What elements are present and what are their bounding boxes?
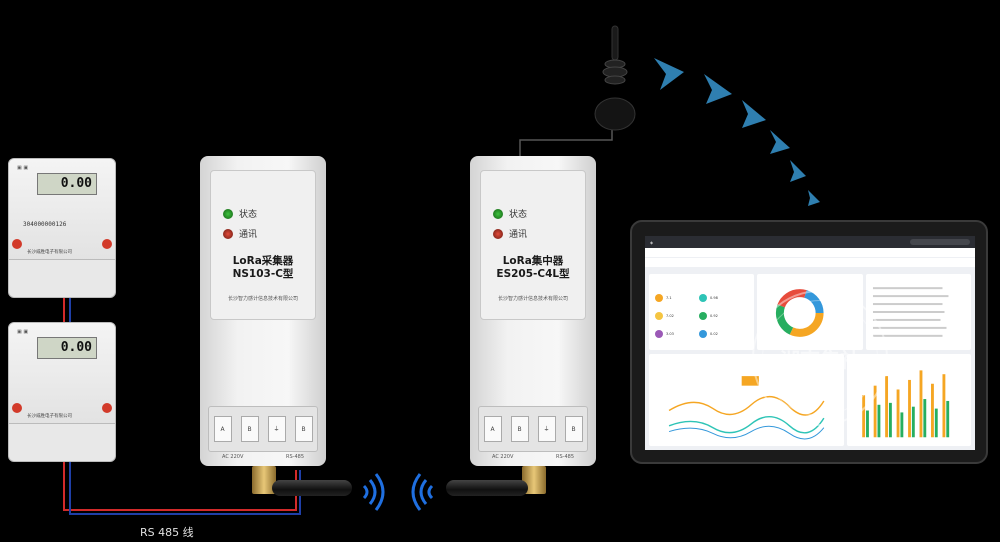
- stats-card: 7.1 0.98 7.02 0.92 3.03 0.02: [649, 274, 755, 350]
- terminal-port: B: [510, 416, 529, 442]
- concentrator-antenna: [446, 480, 528, 496]
- comm-label: 通讯: [509, 230, 528, 240]
- arrow-icon: [654, 58, 684, 90]
- stat-dot-icon: [655, 330, 663, 338]
- meter-serial: 304000000126: [23, 221, 67, 228]
- watermark-inner-ring: [762, 300, 878, 416]
- stat-dot-icon: [699, 312, 707, 320]
- stat-orange: 7.1: [655, 294, 672, 302]
- logo-icon: ◈: [650, 239, 654, 245]
- lora-collector: 状态 通讯 LoRa采集器 NS103-C型 长沙智力感计信息技术有限公司 A …: [200, 156, 326, 466]
- arrow-icon: [808, 190, 820, 206]
- stat-dot-icon: [655, 312, 663, 320]
- stat-dot-icon: [699, 294, 707, 302]
- collector-title: LoRa采集器 NS103-C型: [211, 255, 315, 281]
- comm-led-icon: [493, 228, 503, 239]
- stat-purple: 3.03: [655, 330, 674, 338]
- terminal-port: B: [564, 416, 583, 442]
- collector-antenna: [272, 480, 352, 496]
- terminal-port: A: [213, 416, 232, 442]
- meter-base: [9, 259, 115, 297]
- port-label-rs485: RS-485: [286, 454, 304, 460]
- stat-green: 0.92: [699, 312, 718, 320]
- collector-title-line2: NS103-C型: [232, 268, 294, 280]
- stat-blue: 0.02: [699, 330, 718, 338]
- dashboard-notice: [645, 258, 975, 267]
- meter-base: [9, 423, 115, 461]
- watermark-seal: 湖南集社: [752, 290, 888, 426]
- stat-dot-icon: [699, 330, 707, 338]
- comm-label: 通讯: [239, 230, 258, 240]
- port-label-rs485: RS-485: [556, 454, 574, 460]
- dashboard-subbar: [645, 248, 975, 257]
- port-label-power: AC 220V: [222, 454, 244, 460]
- stat-dot-icon: [655, 294, 663, 302]
- meter-reading: 0.00: [37, 337, 97, 359]
- collector-panel: 状态 通讯 LoRa采集器 NS103-C型 长沙智力感计信息技术有限公司: [210, 170, 316, 320]
- rs485-label: RS 485 线: [140, 526, 194, 539]
- meter-maker: 长沙威胜电子有限公司: [27, 250, 72, 255]
- terminal-port: ⏚: [267, 416, 286, 442]
- stat-orange2: 7.02: [655, 312, 674, 320]
- concentrator-title-line1: LoRa集中器: [502, 255, 564, 267]
- lora-concentrator: 状态 通讯 LoRa集中器 ES205-C4L型 长沙智力感计信息技术有限公司 …: [470, 156, 596, 466]
- meter-seal-left: [12, 239, 22, 249]
- comm-indicator: 通讯: [223, 227, 257, 240]
- concentrator-port-labels: AC 220V RS-485: [492, 454, 574, 460]
- status-led-icon: [223, 208, 233, 219]
- terminal-port: ⏚: [537, 416, 556, 442]
- arrow-icon: [704, 74, 732, 104]
- arrow-icon: [770, 130, 790, 154]
- collector-port-labels: AC 220V RS-485: [222, 454, 304, 460]
- arrow-icon: [790, 160, 806, 182]
- meter-brand: ▣ ▣: [17, 165, 29, 171]
- wifi-signal-left-icon: [411, 473, 434, 511]
- electric-meter-2: ▣ ▣ 0.00 长沙威胜电子有限公司: [8, 322, 116, 462]
- suction-antenna-icon: [594, 25, 636, 131]
- meter-reading: 0.00: [37, 173, 97, 195]
- meter-seal-right: [102, 239, 112, 249]
- concentrator-title-line2: ES205-C4L型: [496, 268, 570, 280]
- port-label-power: AC 220V: [492, 454, 514, 460]
- comm-indicator: 通讯: [493, 227, 527, 240]
- status-label: 状态: [509, 210, 528, 220]
- stat-teal: 0.98: [699, 294, 718, 302]
- collector-title-line1: LoRa采集器: [232, 255, 294, 267]
- search-input[interactable]: [910, 239, 970, 245]
- comm-led-icon: [223, 228, 233, 239]
- wifi-signal-right-icon: [362, 473, 385, 511]
- concentrator-maker: 长沙智力感计信息技术有限公司: [497, 296, 568, 302]
- signal-arrows: [654, 58, 820, 206]
- watermark-text: 湖南集社: [780, 348, 860, 372]
- status-indicator: 状态: [493, 207, 527, 220]
- concentrator-title: LoRa集中器 ES205-C4L型: [481, 255, 585, 281]
- status-label: 状态: [239, 210, 258, 220]
- terminal-port: B: [294, 416, 313, 442]
- bar-chart: [862, 370, 950, 438]
- meter-seal-left: [12, 403, 22, 413]
- status-led-icon: [493, 208, 503, 219]
- concentrator-terminal-block: A B ⏚ B: [478, 406, 588, 452]
- arrow-icon: [742, 100, 766, 128]
- status-indicator: 状态: [223, 207, 257, 220]
- meter-seal-right: [102, 403, 112, 413]
- dashboard-topbar: ◈: [645, 236, 975, 248]
- terminal-port: A: [483, 416, 502, 442]
- collector-maker: 长沙智力感计信息技术有限公司: [227, 296, 298, 302]
- terminal-port: B: [240, 416, 259, 442]
- electric-meter-1: ▣ ▣ 0.00 304000000126 长沙威胜电子有限公司: [8, 158, 116, 298]
- list-lines: [872, 287, 949, 337]
- meter-maker: 长沙威胜电子有限公司: [27, 414, 72, 419]
- meter-brand: ▣ ▣: [17, 329, 29, 335]
- concentrator-panel: 状态 通讯 LoRa集中器 ES205-C4L型 长沙智力感计信息技术有限公司: [480, 170, 586, 320]
- collector-terminal-block: A B ⏚ B: [208, 406, 318, 452]
